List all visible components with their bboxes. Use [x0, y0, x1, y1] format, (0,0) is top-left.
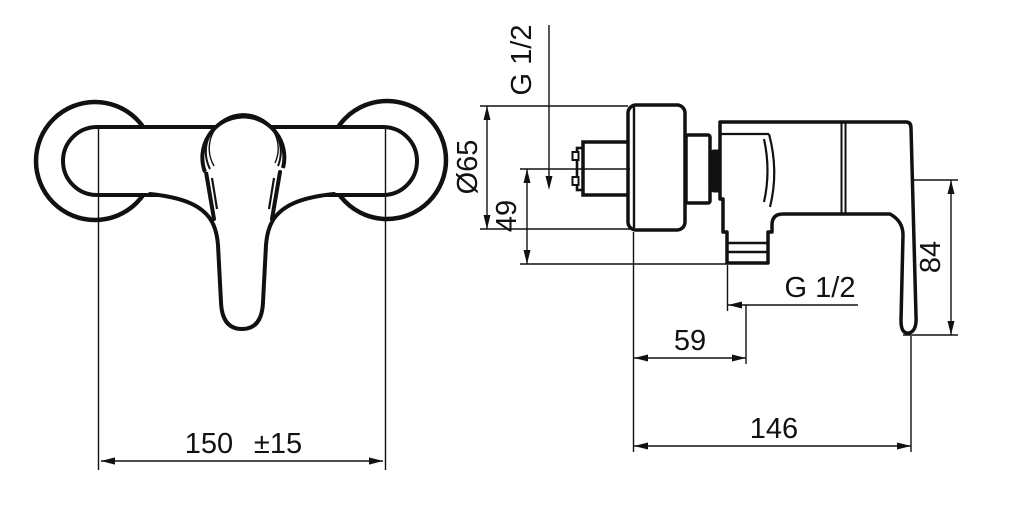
arrowhead — [634, 354, 648, 362]
arrowhead — [728, 301, 742, 309]
side-view — [571, 103, 918, 335]
dim-value-outlet-offset: 59 — [674, 325, 706, 357]
callout-inlet-thread: G 1/2 — [506, 25, 553, 190]
dim-tolerance-center-distance: ±15 — [254, 428, 302, 460]
dimension-flange-diameter: Ø65 — [452, 105, 631, 230]
inlet-nipple-notch-bottom — [571, 176, 580, 186]
arrowhead — [897, 442, 911, 450]
label-inlet-thread: G 1/2 — [506, 25, 538, 96]
lever-blade-inner-left — [210, 177, 219, 210]
union-nut — [684, 133, 712, 205]
dim-value-lever-height: 84 — [915, 241, 947, 273]
lever-blade-edge-right — [270, 170, 282, 221]
dim-value-inlet-drop: 49 — [491, 200, 523, 232]
dimension-overall-depth: 146 — [632, 232, 912, 452]
lever-blade-edge-left — [204, 170, 216, 221]
label-outlet-thread: G 1/2 — [785, 272, 856, 304]
arrowhead — [523, 250, 531, 264]
lever-blade-fill — [150, 164, 334, 329]
dimension-outlet-offset: 59 — [634, 305, 747, 364]
dim-value-overall-depth: 146 — [750, 413, 798, 445]
valve-body-outline — [718, 120, 918, 335]
arrowhead — [369, 457, 383, 465]
arrowhead — [483, 106, 491, 120]
callout-outlet-thread: G 1/2 — [726, 265, 858, 311]
arrowhead — [483, 215, 491, 229]
arrowhead — [523, 169, 531, 183]
arrowhead — [634, 442, 648, 450]
dimension-lever-height: 84 — [903, 179, 958, 336]
body-face-arc-outer — [767, 133, 776, 208]
arrowhead — [545, 176, 553, 190]
body-face-arc-inner — [762, 138, 769, 203]
dimensions: 150 ±15 Ø65 49 G 1/2 — [97, 25, 958, 470]
dim-value-flange-diameter: Ø65 — [452, 140, 484, 195]
lever-dome-inner-arc-2 — [208, 113, 279, 167]
arrowhead — [101, 457, 115, 465]
arrowhead — [732, 354, 746, 362]
lever-blade-inner-right — [267, 177, 276, 210]
dimension-center-distance: 150 ±15 — [97, 129, 387, 470]
arrowhead — [947, 180, 955, 194]
inlet-nipple-notch-top — [571, 151, 580, 161]
front-view — [33, 98, 449, 332]
arrowhead — [947, 321, 955, 335]
escutcheon-side — [626, 103, 687, 232]
dimension-inlet-drop: 49 — [491, 168, 727, 265]
dim-value-center-distance: 150 — [185, 428, 233, 460]
lever-blade-outline — [148, 192, 336, 332]
lever-dome — [200, 114, 287, 173]
